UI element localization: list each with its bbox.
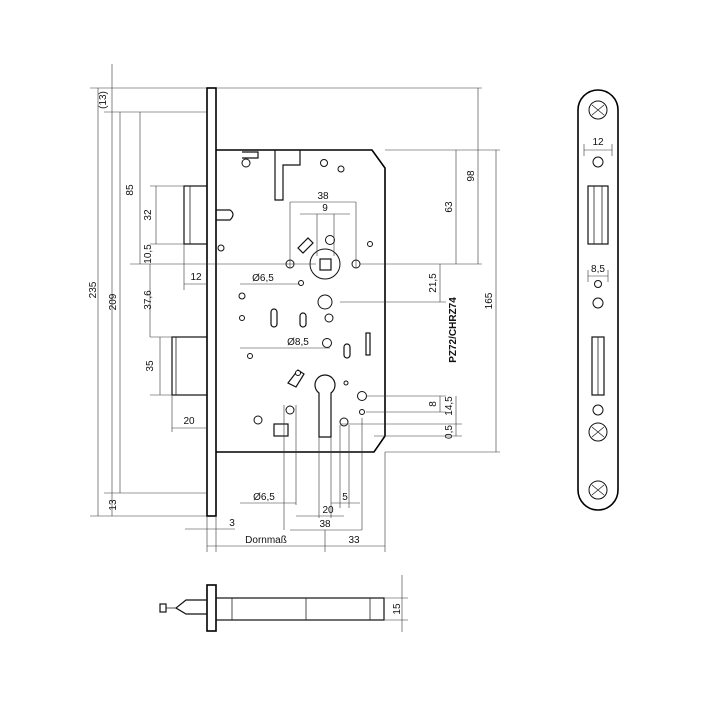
hole-top-1 [241,158,251,168]
slot-mid-4 [365,332,371,356]
hole-bottom-l [253,415,263,425]
dim-13: 13 [108,499,119,511]
hole-mid-4 [322,338,332,348]
faceplate-latch-opening [587,185,609,245]
dim-63: 63 [444,201,455,213]
faceplate-hole-2 [594,280,602,288]
dim-14-5: 14,5 [444,396,455,416]
hole-mid-1 [238,292,246,300]
dim-85: 85 [125,184,136,196]
left-dimensions [90,64,386,552]
hole-small-a [367,241,373,247]
faceplate-hole-4 [592,404,604,416]
dim-37-6: 37,6 [143,290,154,310]
slot-mid-3 [343,343,351,359]
dim-6-5-top: Ø6,5 [252,273,274,284]
top-notch [242,151,259,159]
dim-8-5: Ø8,5 [287,337,309,348]
forend [206,87,217,517]
hole-lever [295,370,301,376]
follower-cam [297,237,314,254]
hole-top-3 [337,165,345,173]
dim-35: 35 [145,360,156,372]
dim-33: 33 [348,535,360,546]
dim-5: 5 [342,492,348,503]
deadbolt [171,336,208,396]
hole-small-b [343,380,349,386]
slot-mid-1 [270,308,278,328]
hole-mid-5 [247,353,253,359]
hole-latch-1 [217,244,225,252]
follower-inner [319,258,332,271]
hole-cyl-r [339,417,349,427]
bottom-plan-view [159,575,408,632]
dim-235: 235 [88,281,99,298]
dim-8-5-plate: 8,5 [591,264,605,275]
hole-cyl-r3 [359,409,365,415]
hole-mid-3 [239,315,245,321]
slot-mid-2 [299,312,307,328]
faceplate-view [577,89,619,511]
dim-21-5: 21,5 [428,273,439,293]
faceplate-hole-3 [592,297,604,309]
dim-13-paren: (13) [98,91,109,109]
faceplate-hole-1 [592,156,604,168]
cylinder-cutout [314,374,336,438]
dim-10-5: 10,5 [143,244,154,264]
faceplate-outline [577,89,619,511]
bottom-block [273,423,289,437]
plan-latch-tip [159,603,167,613]
plan-forend [206,584,217,632]
latch-spring [216,209,234,221]
hole-follower-t [325,235,335,245]
dim-3: 3 [229,518,235,529]
hole-mid-2 [324,313,334,323]
cylinder-label: PZ72/CHRZ74 [448,297,459,363]
dim-dornmass: Dornmaß [245,535,287,546]
inner-bottom-dimensions [240,405,363,531]
inner-top-dimensions [240,201,357,349]
hole-mid-big [317,294,333,310]
dim-15: 15 [392,603,403,615]
dim-9: 9 [322,203,328,214]
dim-38-top: 38 [317,191,329,202]
dim-20-bottom: 20 [322,505,334,516]
latch-bolt [183,185,208,245]
dim-98: 98 [466,170,477,182]
lock-case [216,149,386,453]
hole-top-2 [320,159,328,167]
plan-latch [174,599,207,615]
dim-12-left: 12 [190,272,202,283]
dim-0-5: 0,5 [444,425,455,439]
hole-cyl-l [285,405,295,415]
hole-small-c [298,280,304,286]
dim-32: 32 [143,209,154,221]
dim-209: 209 [108,293,119,310]
hole-cyl-r2 [357,391,367,401]
dim-8: 8 [428,401,439,407]
dim-12-plate: 12 [592,137,604,148]
plan-case [215,597,385,621]
right-dimensions [216,87,500,453]
bolt-lever [287,369,305,388]
dim-165: 165 [484,292,495,309]
dim-6-5-bottom: Ø6,5 [253,492,275,503]
dim-20-left: 20 [183,416,195,427]
top-slot [274,150,301,201]
dim-38-bottom: 38 [319,519,331,530]
